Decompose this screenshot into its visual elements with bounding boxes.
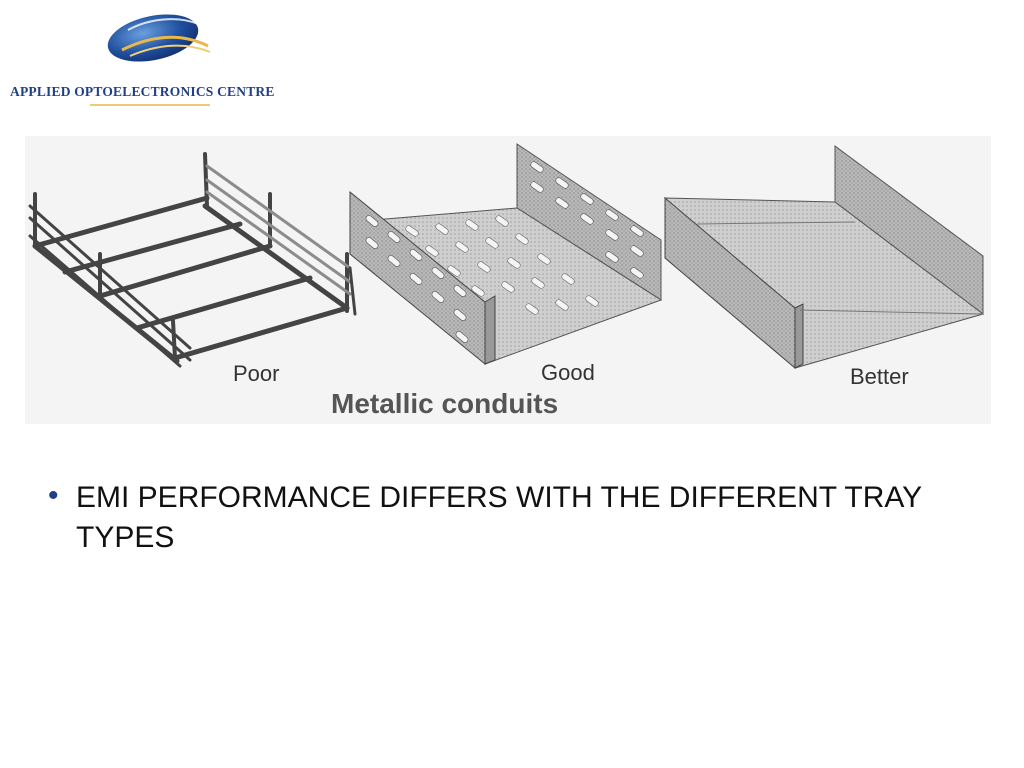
bullet-text: EMI PERFORMANCE DIFFERS WITH THE DIFFERE… <box>76 481 922 554</box>
label-poor: Poor <box>233 361 280 386</box>
figure-caption: Metallic conduits <box>331 388 559 419</box>
solid-tray-drawing <box>663 145 985 370</box>
logo-swoosh-icon <box>90 14 211 106</box>
perforated-tray-drawing <box>348 143 663 366</box>
bullet-icon: • <box>48 479 59 512</box>
logo-text: APPLIED OPTOELECTRONICS CENTRE <box>10 84 275 99</box>
company-logo: APPLIED OPTOELECTRONICS CENTRE <box>10 8 290 118</box>
conduits-illustration <box>28 143 985 370</box>
label-better: Better <box>850 364 909 389</box>
conduits-figure: Poor Good Better Metallic conduits <box>25 136 991 424</box>
wire-tray-drawing <box>28 152 357 368</box>
bullet-list: • EMI PERFORMANCE DIFFERS WITH THE DIFFE… <box>48 478 978 558</box>
label-good: Good <box>541 360 595 385</box>
